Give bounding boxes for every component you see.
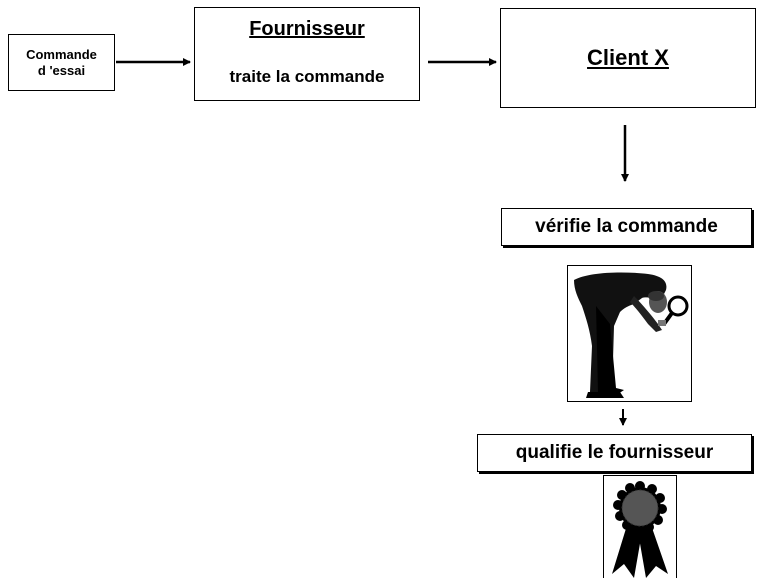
supplier-action: traite la commande [229,67,385,86]
supplier-title: Fournisseur [249,18,365,40]
qualify-label: qualifie le fournisseur [515,442,714,463]
client-box: Client X [500,8,756,108]
supplier-box: Fournisseur traite la commande [194,7,420,101]
verify-label: vérifie la commande [535,216,718,237]
verify-box: vérifie la commande [501,208,752,246]
trial-order-line2: d 'essai [37,62,86,78]
client-title: Client X [587,45,669,70]
award-ribbon-icon [603,475,677,578]
trial-order-line1: Commande [26,46,97,62]
trial-order-box: Commande d 'essai [8,34,115,91]
person-with-magnifying-glass-icon [567,265,692,402]
qualify-box: qualifie le fournisseur [477,434,752,472]
